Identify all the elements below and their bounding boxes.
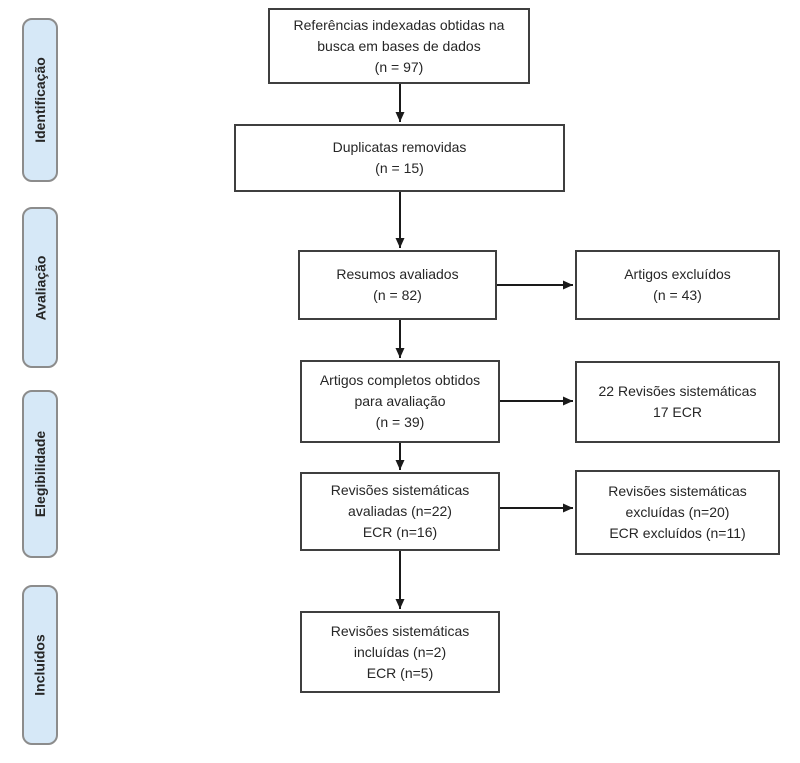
flow-box-abstracts-assessed: Resumos avaliados (n = 82): [298, 250, 497, 320]
flow-box-reviews-assessed: Revisões sistemáticas avaliadas (n=22) E…: [300, 472, 500, 551]
stage-avaliacao: Avaliação: [22, 207, 58, 368]
flow-box-reviews-included: Revisões sistemáticas incluídas (n=2) EC…: [300, 611, 500, 693]
side-box-reviews-excluded: Revisões sistemáticas excluídas (n=20) E…: [575, 470, 780, 555]
stage-elegibilidade-label: Elegibilidade: [32, 430, 49, 518]
stage-incluidos: Incluídos: [22, 585, 58, 745]
flow-box-fulltext-obtained: Artigos completos obtidos para avaliação…: [300, 360, 500, 443]
flow-box-references: Referências indexadas obtidas na busca e…: [268, 8, 530, 84]
stage-identificacao-label: Identificação: [32, 57, 48, 143]
stage-elegibilidade: Elegibilidade: [22, 390, 58, 558]
stage-avaliacao-label: Avaliação: [32, 255, 49, 320]
stage-incluidos-label: Incluídos: [32, 634, 49, 696]
flow-box-duplicates-removed: Duplicatas removidas (n = 15): [234, 124, 565, 192]
stage-identificacao: Identificação: [22, 18, 58, 182]
side-box-fulltext-breakdown: 22 Revisões sistemáticas 17 ECR: [575, 361, 780, 443]
side-box-articles-excluded: Artigos excluídos (n = 43): [575, 250, 780, 320]
